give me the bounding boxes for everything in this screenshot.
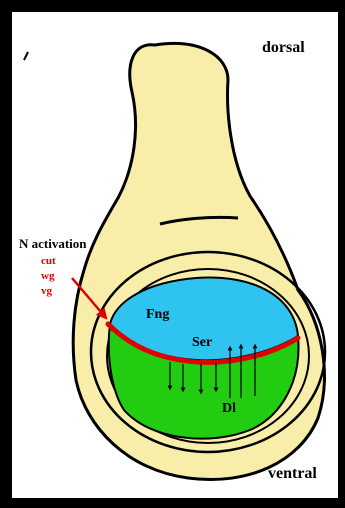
gene-cut-label: cut [41, 255, 56, 267]
ser-label: Ser [192, 335, 212, 350]
fng-label: Fng [146, 307, 169, 322]
gene-wg-label: wg [41, 270, 55, 282]
dl-label: Dl [222, 401, 236, 416]
ventral-label: ventral [268, 465, 317, 482]
dorsal-label: dorsal [262, 39, 305, 56]
n-activation-label: N activation [19, 236, 87, 251]
gene-vg-label: vg [41, 285, 53, 297]
